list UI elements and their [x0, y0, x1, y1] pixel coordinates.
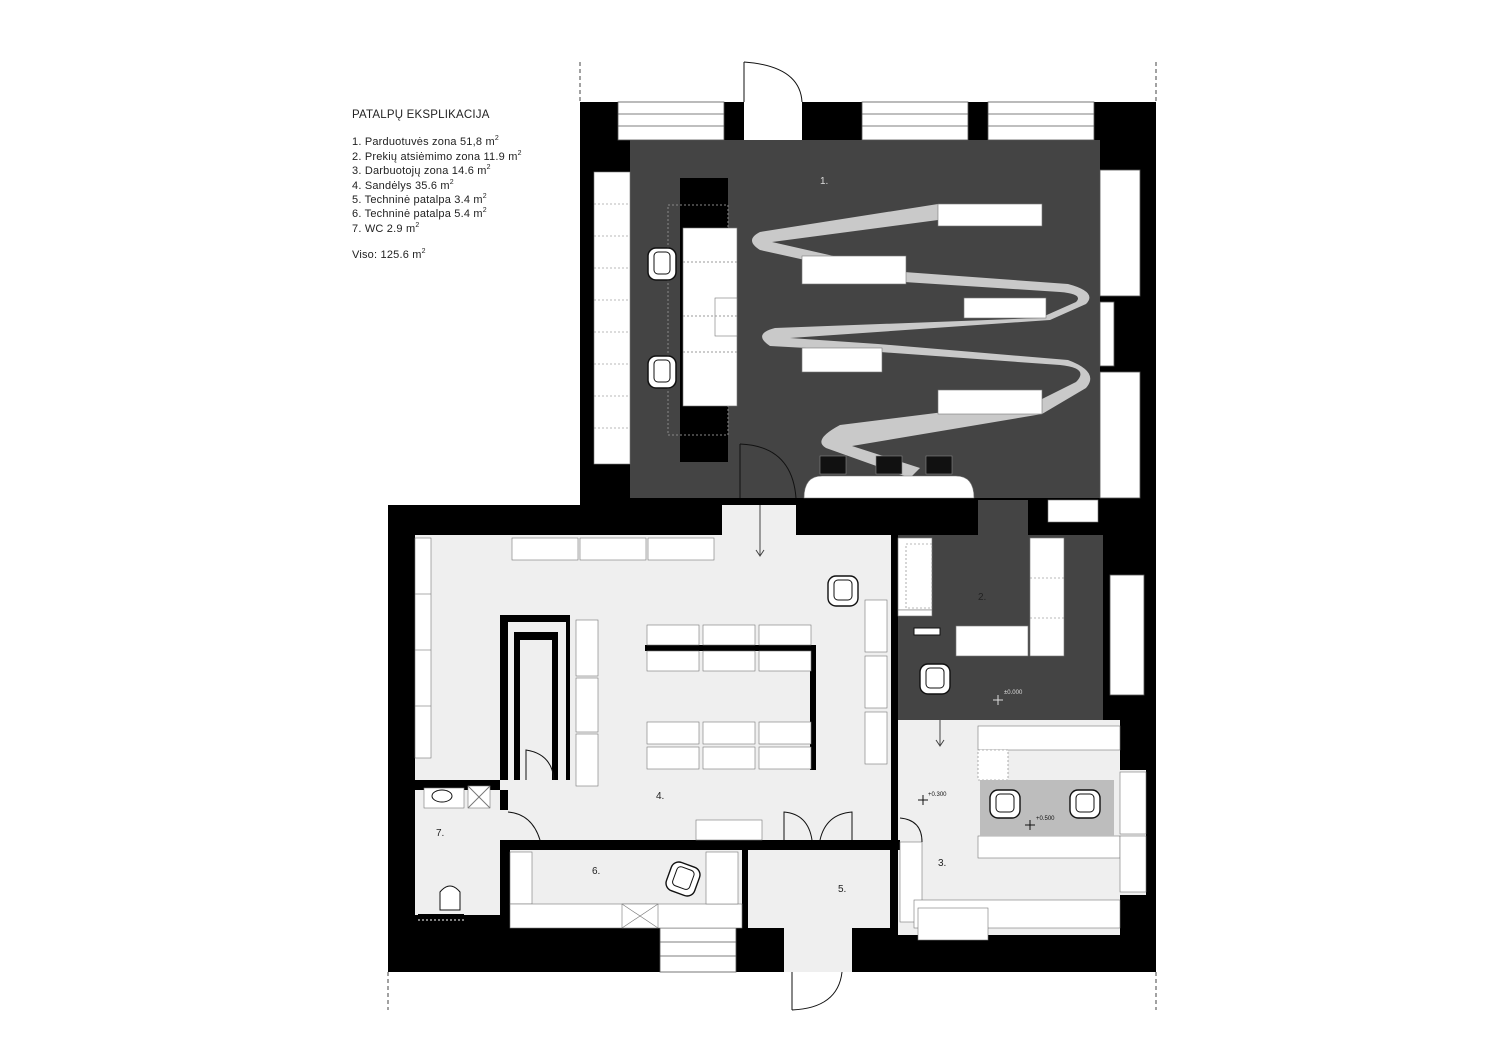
shop-chair-1 [647, 247, 677, 281]
legend-total: Viso: 125.6 m2 [352, 248, 426, 262]
room-label-6: 6. [592, 866, 600, 877]
storage-island-wall [508, 622, 566, 780]
display-tables [801, 203, 1047, 415]
room-label-7: 7. [436, 828, 444, 839]
tech-room-5-door-opening [784, 928, 852, 972]
staff-zone-fixtures [899, 725, 1147, 941]
shop-center-island [667, 178, 738, 462]
room-label-2: 2. [978, 592, 986, 603]
level-label-500: +0.500 [1036, 816, 1055, 822]
staff-zone-level-marks [918, 795, 1035, 830]
shop-to-storage-door [739, 443, 797, 499]
tech-room-6-fixtures [509, 851, 743, 929]
main-entrance-door [743, 61, 803, 140]
rear-entrance-door [791, 971, 843, 1011]
room-label-1: 1. [820, 176, 828, 187]
pickup-chair [919, 663, 951, 695]
pickup-zone-fixtures [897, 499, 1099, 657]
room-label-3: 3. [938, 858, 946, 869]
room-schedule-legend: PATALPŲ EKSPLIKACIJA 1. Parduotuvės zona… [352, 108, 522, 263]
legend-title: PATALPŲ EKSPLIKACIJA [352, 109, 490, 121]
shop-chair-2 [647, 355, 677, 389]
level-label-300: +0.300 [928, 792, 947, 798]
legend-item-7: 7. WC 2.9 m2 [352, 221, 420, 235]
level-label-000: ±0.000 [1004, 690, 1023, 696]
storage-shelving [414, 537, 888, 841]
staff-zone-arrow [935, 720, 945, 747]
checkout-counter [803, 455, 975, 499]
pickup-level-mark [993, 695, 1003, 705]
shop-wall-shelving-left [593, 171, 631, 465]
room-label-4: 4. [656, 791, 664, 802]
staff-zone-door [899, 817, 923, 843]
windows [617, 101, 1145, 973]
storage-doors [507, 749, 853, 841]
legend-item-3: 3. Darbuotojų zona 14.6 m2 [352, 164, 491, 178]
legend-item-2: 2. Prekių atsiėmimo zona 11.9 m2 [352, 149, 522, 163]
tech-room-5-floor [748, 850, 890, 928]
grid-guide-lines [387, 62, 1157, 1010]
storage-entry-arrow [755, 505, 765, 557]
storage-chair [827, 575, 859, 607]
pickup-desk-device [913, 627, 941, 636]
legend-item-5: 5. Techninė patalpa 3.4 m2 [352, 193, 487, 207]
wc-fixtures [418, 785, 491, 926]
legend-item-1: 1. Parduotuvės zona 51,8 m2 [352, 135, 499, 149]
tech-room-6-chair [665, 861, 701, 897]
room-label-5: 5. [838, 884, 846, 895]
legend-item-6: 6. Techninė patalpa 5.4 m2 [352, 207, 487, 221]
legend-item-4: 4. Sandėlys 35.6 m2 [352, 178, 454, 192]
staff-lounge-chairs [989, 789, 1101, 819]
